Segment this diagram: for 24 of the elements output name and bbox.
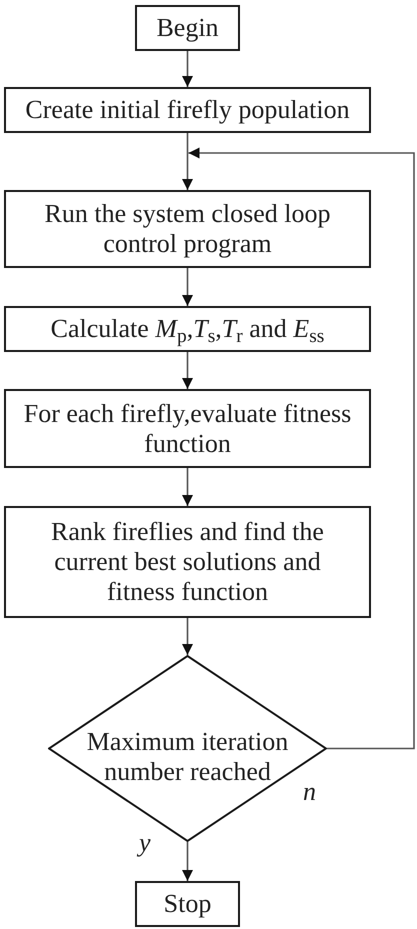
flow-arrow [182,842,193,881]
step-text: Rank fireflies and find the current best solutions and fitness function [50,517,325,607]
terminal-text: Begin [156,13,219,43]
flow-arrow [182,618,193,655]
step-text: Calculate M$_{p}$,T$_{s}$,T$_{r}$ and E$_{ss}$ [50,314,324,344]
step-text: Create initial firefly population [25,95,350,125]
flow-arrow [182,468,193,506]
step-text: For each firefly,evaluate fitness function [22,398,352,458]
process-box [4,87,371,133]
step-text: Run the system closed loop control program [44,199,332,259]
feedback-arrow [188,148,415,750]
process-box [4,190,371,268]
terminal-box [135,881,240,927]
terminal-text: Stop [164,889,212,919]
flow-arrow [182,51,193,87]
decision-text: Maximum iteration number reached [86,726,290,786]
flow-arrow [182,268,193,306]
flow-arrow [182,153,193,190]
terminal-box [135,5,240,51]
flow-arrow [182,352,193,389]
process-box [4,306,371,352]
process-box [4,389,371,468]
flow-line [186,133,188,153]
process-box [4,506,371,618]
